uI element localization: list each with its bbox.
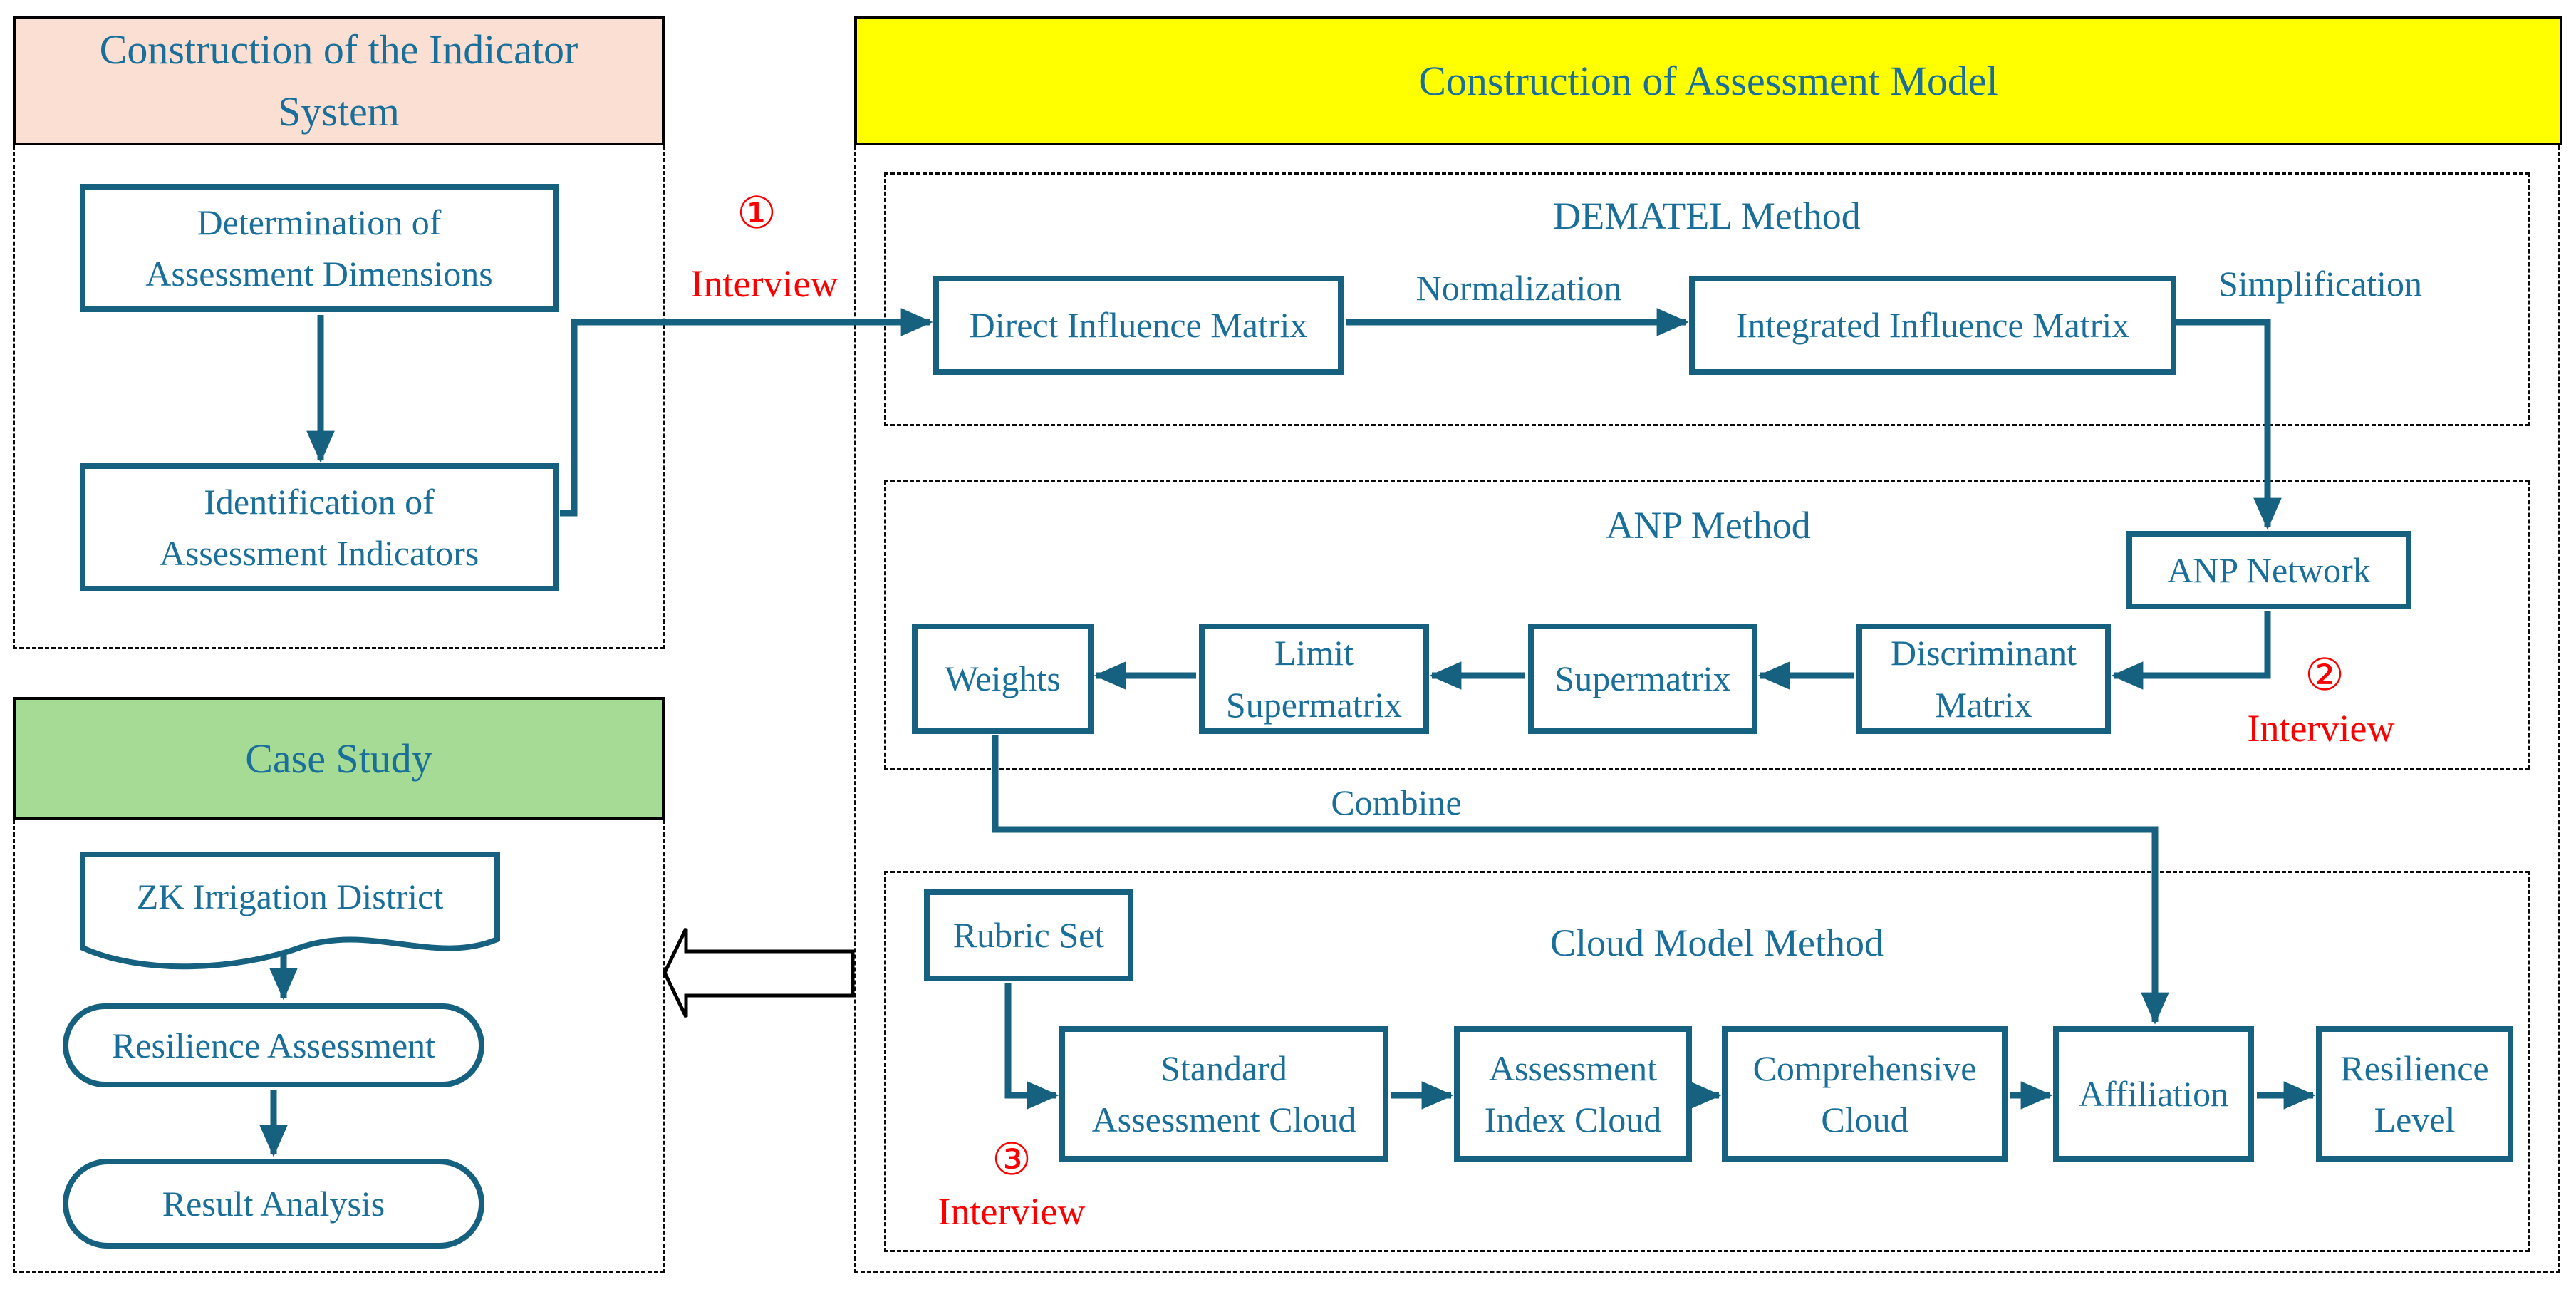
- annotation-step1-interview: Interview: [690, 262, 838, 305]
- node-discriminant-matrix: Discriminant Matrix: [1856, 624, 2111, 734]
- node-rubric-set: Rubric Set: [924, 889, 1133, 981]
- anp-section-title: ANP Method: [1606, 504, 1811, 547]
- node-determination-dimensions: Determination of Assessment Dimensions: [80, 184, 559, 312]
- label-normalization: Normalization: [1416, 268, 1622, 308]
- assessment-model-title: Construction of Assessment Model: [1418, 57, 1998, 104]
- cloud-section-title: Cloud Model Method: [1550, 921, 1884, 964]
- node-integrated-influence-matrix: Integrated Influence Matrix: [1689, 276, 2176, 375]
- label-combine: Combine: [1331, 782, 1462, 822]
- assessment-model-panel: [854, 145, 2560, 1273]
- node-anp-network: ANP Network: [2126, 531, 2411, 609]
- arrow-anp-network-to-discriminant: [2111, 611, 2271, 690]
- block-arrow-model-to-case-study: [663, 927, 855, 1018]
- node-determination-label: Determination of Assessment Dimensions: [145, 202, 493, 294]
- node-comprehensive-cloud: Comprehensive Cloud: [1722, 1026, 2008, 1162]
- node-limit-supermatrix-label: Limit Supermatrix: [1225, 633, 1403, 725]
- indicator-system-title: Construction of the Indicator System: [99, 26, 578, 135]
- node-zk-district-label: ZK Irrigation District: [136, 877, 444, 916]
- node-standard-assessment-cloud: Standard Assessment Cloud: [1059, 1026, 1388, 1162]
- node-weights-label: Weights: [945, 658, 1061, 699]
- annotation-step2-interview: Interview: [2247, 707, 2395, 750]
- node-resilience-assessment: Resilience Assessment: [63, 1003, 484, 1087]
- annotation-step2-number: ②: [2305, 651, 2344, 700]
- case-study-header: Case Study: [13, 697, 665, 820]
- node-affiliation-label: Affiliation: [2078, 1073, 2229, 1114]
- anp-section-panel: [884, 480, 2530, 770]
- case-study-title: Case Study: [245, 735, 432, 782]
- node-integrated-matrix-label: Integrated Influence Matrix: [1735, 305, 2130, 346]
- annotation-step3-number: ③: [992, 1136, 1032, 1184]
- label-simplification: Simplification: [2218, 264, 2423, 304]
- case-study-panel: [13, 820, 665, 1273]
- document-shape-zk-district: [80, 852, 500, 970]
- node-anp-network-label: ANP Network: [2167, 549, 2371, 590]
- arrow-identification-to-direct-matrix: [560, 308, 933, 517]
- node-affiliation: Affiliation: [2053, 1026, 2254, 1162]
- dematel-section-panel: [884, 172, 2530, 426]
- arrow-weights-combine-to-affiliation: [992, 735, 2169, 1025]
- dematel-section-title: DEMATEL Method: [1553, 195, 1861, 237]
- node-result-label: Result Analysis: [162, 1183, 385, 1224]
- node-index-cloud-label: Assessment Index Cloud: [1484, 1048, 1662, 1140]
- node-direct-influence-matrix: Direct Influence Matrix: [933, 276, 1344, 375]
- node-standard-cloud-label: Standard Assessment Cloud: [1091, 1048, 1356, 1140]
- assessment-model-header: Construction of Assessment Model: [854, 16, 2562, 145]
- node-result-analysis: Result Analysis: [63, 1159, 484, 1249]
- annotation-step1-number: ①: [737, 190, 777, 238]
- node-limit-supermatrix: Limit Supermatrix: [1199, 624, 1429, 734]
- node-weights: Weights: [912, 624, 1094, 734]
- node-resilience-level-label: Resilience Level: [2340, 1048, 2489, 1140]
- node-identification-label: Identification of Assessment Indicators: [159, 481, 479, 574]
- node-identification-indicators: Identification of Assessment Indicators: [80, 463, 559, 591]
- node-assessment-index-cloud: Assessment Index Cloud: [1454, 1026, 1692, 1162]
- arrow-rubric-to-standard-cloud: [1004, 983, 1059, 1110]
- indicator-system-header: Construction of the Indicator System: [13, 16, 665, 145]
- cloud-section-panel: [884, 871, 2530, 1252]
- node-comprehensive-cloud-label: Comprehensive Cloud: [1752, 1048, 1977, 1140]
- node-supermatrix: Supermatrix: [1528, 624, 1757, 734]
- node-resilience-label: Resilience Assessment: [111, 1025, 436, 1065]
- indicator-system-panel: [13, 145, 665, 649]
- node-discriminant-label: Discriminant Matrix: [1890, 633, 2077, 725]
- node-resilience-level: Resilience Level: [2316, 1026, 2513, 1162]
- node-direct-matrix-label: Direct Influence Matrix: [969, 305, 1308, 346]
- arrow-integrated-matrix-to-anp-network: [2175, 319, 2282, 530]
- node-rubric-set-label: Rubric Set: [952, 915, 1105, 956]
- node-supermatrix-label: Supermatrix: [1554, 658, 1731, 699]
- annotation-step3-interview: Interview: [938, 1190, 1086, 1233]
